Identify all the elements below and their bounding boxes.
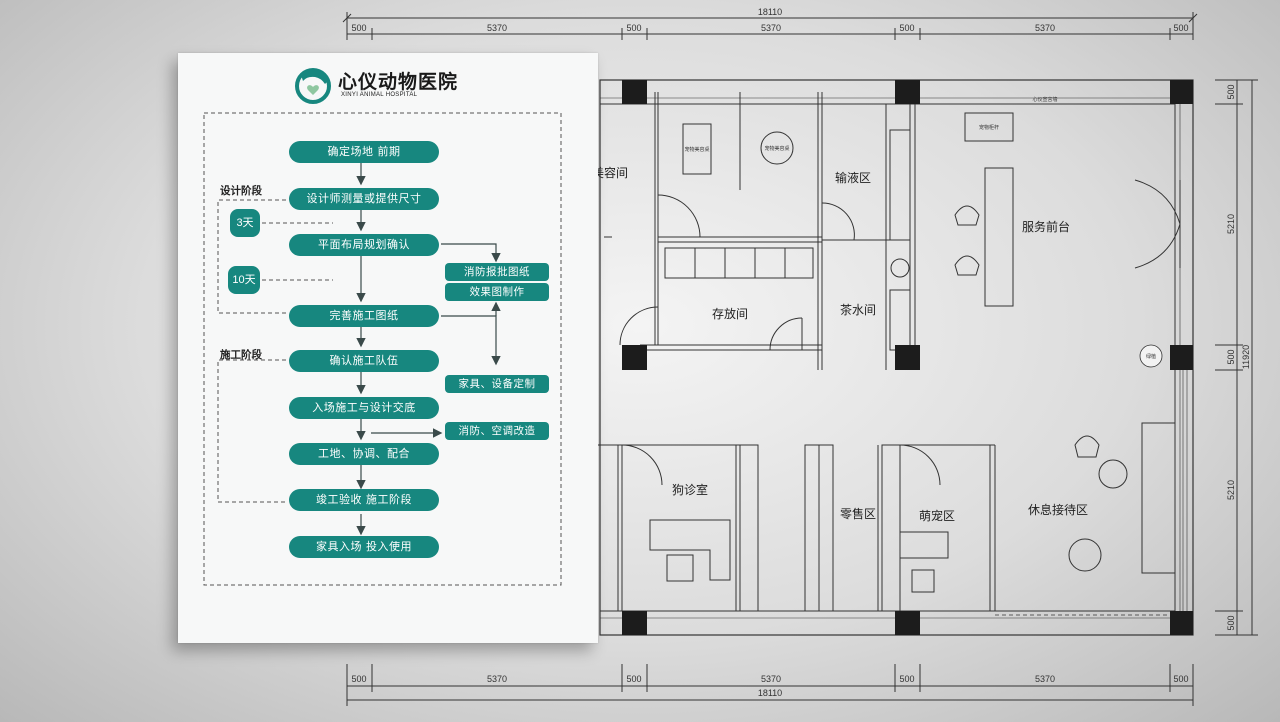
- flowchart-connectors: [203, 112, 562, 586]
- stage-design-label: 设计阶段: [220, 185, 262, 197]
- label-plant: 绿植: [1146, 353, 1156, 360]
- label-counter: 宠物柜杆: [979, 124, 999, 131]
- svg-text:500: 500: [351, 23, 366, 33]
- side-task: 家具、设备定制: [445, 375, 549, 393]
- flow-step: 家具入场 投入使用: [289, 536, 439, 558]
- chair-b: [954, 255, 980, 276]
- stage-construction-label: 施工阶段: [220, 349, 262, 361]
- dim-ticks-bottom: [346, 664, 1194, 706]
- grooming-table-a: [682, 123, 712, 175]
- lounge-table-b: [1068, 538, 1102, 572]
- flow-step: 竣工验收 施工阶段: [289, 489, 439, 511]
- svg-text:500: 500: [1226, 84, 1236, 99]
- flow-step: 入场施工与设计交底: [289, 397, 439, 419]
- dim-bottom-segments: 500 5370 500 5370 500 5370 500: [351, 674, 1188, 684]
- dim-top-segments: 500 5370 500 5370 500 5370 500: [351, 23, 1188, 33]
- room-tea: 茶水间: [840, 302, 876, 317]
- svg-text:500: 500: [1226, 349, 1236, 364]
- grooming-table-b: [760, 131, 794, 165]
- side-task: 效果图制作: [445, 283, 549, 301]
- lounge-sofa: [1141, 422, 1176, 574]
- plant-pot: [1139, 344, 1163, 368]
- svg-text:500: 500: [351, 674, 366, 684]
- lounge-table-a: [1098, 459, 1128, 489]
- pet-counter: [964, 112, 1014, 142]
- hospital-name-en: XINYI ANIMAL HOSPITAL: [341, 92, 418, 98]
- svg-text:500: 500: [899, 674, 914, 684]
- sink: [890, 258, 910, 278]
- pet-heart-logo-icon: [295, 68, 331, 104]
- room-storage: 存放间: [712, 306, 748, 321]
- svg-text:500: 500: [1226, 615, 1236, 630]
- room-cute-pet: 萌宠区: [919, 508, 955, 523]
- side-flow-arrows: [371, 243, 501, 438]
- svg-text:500: 500: [1173, 674, 1188, 684]
- svg-text:5370: 5370: [761, 23, 781, 33]
- room-infusion: 输液区: [835, 170, 871, 185]
- structural-columns: [622, 80, 1193, 635]
- svg-text:5370: 5370: [1035, 23, 1055, 33]
- hospital-logo: 心仪动物医院 XINYI ANIMAL HOSPITAL: [293, 65, 483, 105]
- room-dog-clinic: 狗诊室: [672, 482, 708, 497]
- side-task: 消防、空调改造: [445, 422, 549, 440]
- svg-text:5210: 5210: [1226, 480, 1236, 500]
- clinic-table: [649, 519, 731, 581]
- duration-badge: 3天: [230, 209, 260, 237]
- flowchart-sheet: 心仪动物医院 XINYI ANIMAL HOSPITAL: [178, 53, 598, 643]
- label-table-a: 宠物美容桌: [684, 146, 709, 153]
- flow-step: 确认施工队伍: [289, 350, 439, 372]
- dim-ticks-right: [1215, 79, 1258, 636]
- duration-badge: 10天: [228, 266, 260, 294]
- flow-step: 完善施工图纸: [289, 305, 439, 327]
- flow-frame: [203, 112, 562, 586]
- svg-text:500: 500: [626, 674, 641, 684]
- construction-stage-bracket: [217, 359, 286, 503]
- room-beauty: 美容间: [592, 165, 628, 180]
- svg-text:5370: 5370: [1035, 674, 1055, 684]
- svg-text:5370: 5370: [487, 674, 507, 684]
- front-desk: [984, 167, 1014, 307]
- clinic-chair: [666, 554, 694, 582]
- dim-top-total: 18110: [758, 7, 782, 17]
- flow-step: 设计师测量或提供尺寸: [289, 188, 439, 210]
- flow-step: 工地、协调、配合: [289, 443, 439, 465]
- room-lounge: 休息接待区: [1028, 502, 1088, 517]
- chair-a: [954, 205, 980, 226]
- dim-right-segments: 500 5210 500 5210 500: [1226, 84, 1236, 630]
- svg-text:5370: 5370: [761, 674, 781, 684]
- dim-bottom-total: 18110: [758, 688, 782, 698]
- flow-step: 确定场地 前期: [289, 141, 439, 163]
- hospital-name: 心仪动物医院: [338, 71, 459, 93]
- room-retail: 零售区: [840, 506, 876, 521]
- svg-text:500: 500: [1173, 23, 1188, 33]
- dim-ticks-top: [342, 12, 1198, 40]
- entrance-door-b: [1134, 223, 1181, 269]
- svg-text:500: 500: [626, 23, 641, 33]
- room-service-desk: 服务前台: [1022, 219, 1070, 234]
- flow-step: 平面布局规划确认: [289, 234, 439, 256]
- svg-text:5210: 5210: [1226, 214, 1236, 234]
- label-table-b: 宠物美容桌: [764, 145, 789, 152]
- side-task: 消防报批图纸: [445, 263, 549, 281]
- label-top-wall: 心仪宣言墙: [1032, 96, 1057, 103]
- entrance-door-a: [1134, 179, 1181, 225]
- dim-right-total: 11920: [1241, 345, 1251, 369]
- svg-text:500: 500: [899, 23, 914, 33]
- cute-pet-table: [899, 531, 949, 559]
- svg-text:5370: 5370: [487, 23, 507, 33]
